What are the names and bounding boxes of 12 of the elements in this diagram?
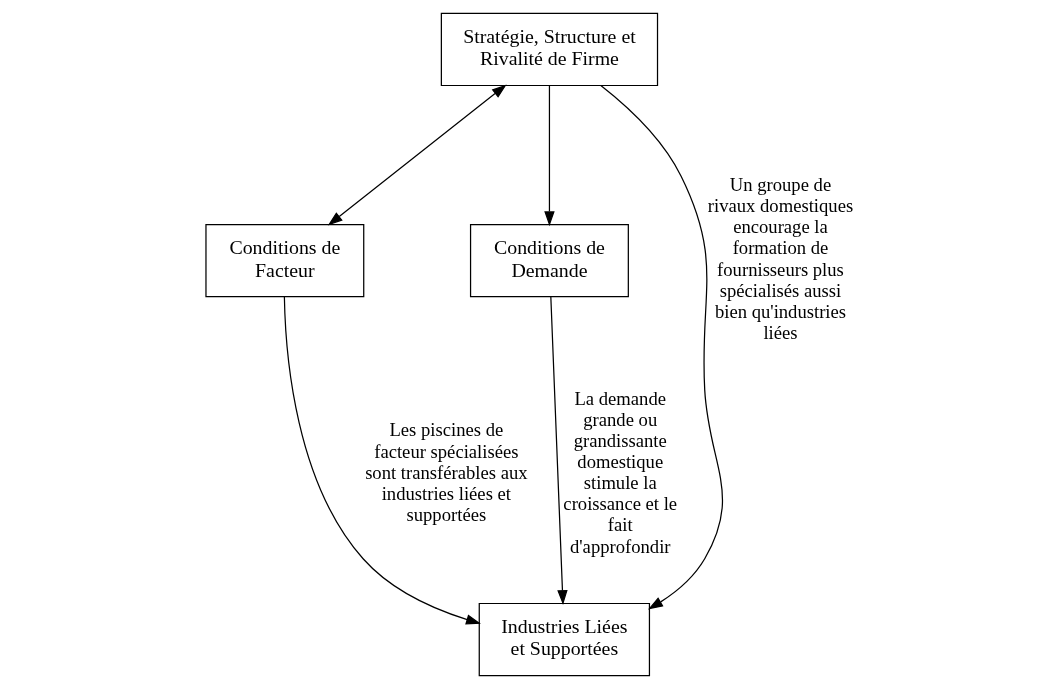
edge-label: Un groupe de rivaux domestiques encourage la formation de fournisseurs plus spécialisés aussi bien qu'industries liées: [707, 174, 853, 343]
arrow: [327, 84, 507, 226]
arrow: [599, 84, 723, 610]
node-box: Stratégie, Structure et Rivalité de Firme: [440, 12, 658, 87]
edge-label: La demande grande ou grandissante domestique stimule la croissance et le fait d'approfondir: [562, 387, 677, 557]
arrow: [543, 85, 555, 227]
arrow: [283, 296, 481, 625]
node-box: Industries Liées et Supportées: [478, 602, 650, 677]
edge-label: Les piscines de facteur spécialisées sont transférables aux industries liées et supportées: [364, 419, 528, 525]
node-box: Conditions de Facteur: [204, 224, 364, 298]
arrow: [549, 296, 568, 606]
node-box: Conditions de Demande: [469, 224, 629, 298]
